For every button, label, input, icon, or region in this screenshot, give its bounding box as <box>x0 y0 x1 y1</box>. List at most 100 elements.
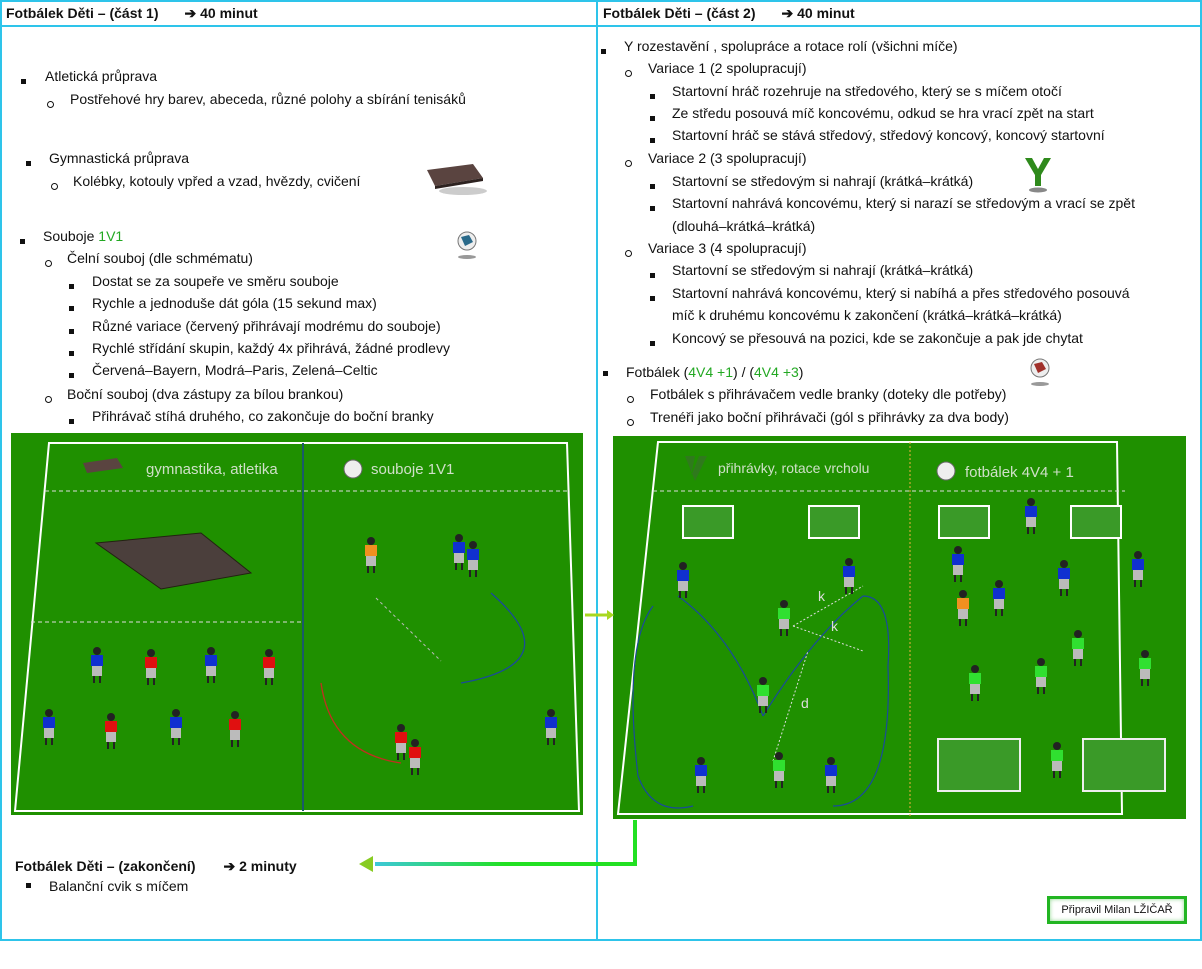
list-item: Boční souboj (dva zástupy za bílou brank… <box>67 386 344 402</box>
mat-icon <box>427 164 487 195</box>
list-item: Červená–Bayern, Modrá–Paris, Zelená–Celt… <box>92 362 378 378</box>
list-item-highlight: 4V4 +1 <box>688 364 734 380</box>
right-header: Fotbálek Děti – (část 2) ➔ 40 minut <box>603 5 855 22</box>
pass-mark-k: k <box>831 618 839 634</box>
bullet-icon <box>650 94 655 99</box>
pop-up-goal <box>937 738 1021 792</box>
bullet-icon <box>21 79 26 84</box>
player-figure <box>145 649 157 685</box>
player-figure <box>1035 658 1047 694</box>
bullet-icon <box>650 341 655 346</box>
player-figure <box>1058 560 1070 596</box>
ball-icon <box>457 231 477 259</box>
field-boundary <box>616 441 1124 815</box>
pass-mark-k: k <box>818 588 826 604</box>
list-item: (dlouhá–krátká–krátká) <box>672 218 816 234</box>
player-figure <box>205 647 217 683</box>
y-letter-icon <box>1025 158 1051 193</box>
bullet-icon <box>650 138 655 143</box>
run-path <box>460 592 526 684</box>
bullet-icon <box>20 239 25 244</box>
player-figure <box>91 647 103 683</box>
player-figure <box>365 537 377 573</box>
player-figure <box>757 677 769 713</box>
player-figure <box>409 739 421 775</box>
ball-icon <box>936 461 956 481</box>
list-item: Balanční cvik s míčem <box>49 878 189 894</box>
field-boundary <box>13 442 581 812</box>
field-grass <box>11 433 583 815</box>
player-figure <box>969 665 981 701</box>
list-item: Variace 2 (3 spolupracují) <box>648 150 807 166</box>
bullet-icon <box>650 273 655 278</box>
player-figure <box>43 709 55 745</box>
list-item: Fotbálek (4V4 +1) / (4V4 +3) <box>626 364 803 380</box>
flow-arrow <box>585 610 614 620</box>
list-item-text: ) <box>798 364 804 380</box>
list-item-text: ) / ( <box>733 364 755 380</box>
list-item: Startovní nahrává koncovému, který si na… <box>672 195 1135 211</box>
bullet-icon <box>650 296 655 301</box>
list-item: Trenéři jako boční přihrávači (gól s při… <box>650 409 1009 425</box>
pass-mark-d: d <box>801 695 809 711</box>
player-figure <box>453 534 465 570</box>
player-figure <box>677 562 689 598</box>
player-figure <box>993 580 1005 616</box>
flow-arrow <box>359 820 637 872</box>
field-label: gymnastika, atletika <box>146 461 278 478</box>
player-figure <box>170 709 182 745</box>
list-item: Kolébky, kotouly vpřed a vzad, hvězdy, c… <box>73 173 361 189</box>
circle-bullet-icon <box>45 260 52 267</box>
list-item: Fotbálek s přihrávačem vedle branky (dot… <box>650 386 1007 402</box>
left-duration: ➔ 40 minut <box>184 5 258 21</box>
player-figure <box>952 546 964 582</box>
list-item: Různé variace (červený přihrávají modrém… <box>92 318 441 334</box>
circle-bullet-icon <box>625 70 632 77</box>
circle-bullet-icon <box>627 396 634 403</box>
list-item: Startovní nahrává koncovému, který si na… <box>672 285 1130 301</box>
bullet-icon <box>69 329 74 334</box>
column-divider <box>596 0 598 941</box>
circle-bullet-icon <box>51 183 58 190</box>
player-figure <box>1132 551 1144 587</box>
list-item-text: Fotbálek ( <box>626 364 689 380</box>
bullet-icon <box>650 184 655 189</box>
list-item-highlight: 4V4 +3 <box>754 364 799 380</box>
player-figure <box>263 649 275 685</box>
list-item: Souboje 1V1 <box>43 228 123 244</box>
left-header: Fotbálek Děti – (část 1) ➔ 40 minut <box>6 5 258 22</box>
bullet-icon <box>69 284 74 289</box>
small-goal <box>682 505 734 539</box>
pass-line <box>792 625 864 652</box>
run-path <box>632 605 694 809</box>
circle-bullet-icon <box>625 160 632 167</box>
list-item: Startovní hráč se stává středový, středo… <box>672 127 1105 143</box>
player-figure <box>778 600 790 636</box>
player-figure <box>229 711 241 747</box>
header-divider <box>0 25 1202 27</box>
right-title: Fotbálek Děti – (část 2) <box>603 5 756 21</box>
list-item: Rychle a jednoduše dát góla (15 sekund m… <box>92 295 377 311</box>
player-figure <box>1025 498 1037 534</box>
list-item: Rychlé střídání skupin, každý 4x přihráv… <box>92 340 450 356</box>
pop-up-goal <box>1082 738 1166 792</box>
left-field-diagram: gymnastika, atletika souboje 1V1 <box>11 433 583 815</box>
player-figure <box>395 724 407 760</box>
bullet-icon <box>650 116 655 121</box>
list-item: Variace 3 (4 spolupracují) <box>648 240 807 256</box>
list-item: Y rozestavění , spolupráce a rotace rolí… <box>624 38 958 54</box>
field-label: souboje 1V1 <box>371 461 454 478</box>
finish-duration: ➔ 2 minuty <box>223 858 297 874</box>
list-item: Koncový se přesouvá na pozici, kde se za… <box>672 330 1083 346</box>
right-duration: ➔ 40 minut <box>781 5 855 21</box>
author-signature: Připravil Milan LŽIČAŘ <box>1047 896 1187 924</box>
player-figure <box>773 752 785 788</box>
bullet-icon <box>69 306 74 311</box>
pass-line <box>792 585 864 627</box>
mat-icon <box>83 458 123 473</box>
player-figure <box>957 590 969 626</box>
list-item-highlight: 1V1 <box>98 228 124 244</box>
left-title: Fotbálek Děti – (část 1) <box>6 5 159 21</box>
pass-line <box>772 650 809 762</box>
bullet-icon <box>69 351 74 356</box>
